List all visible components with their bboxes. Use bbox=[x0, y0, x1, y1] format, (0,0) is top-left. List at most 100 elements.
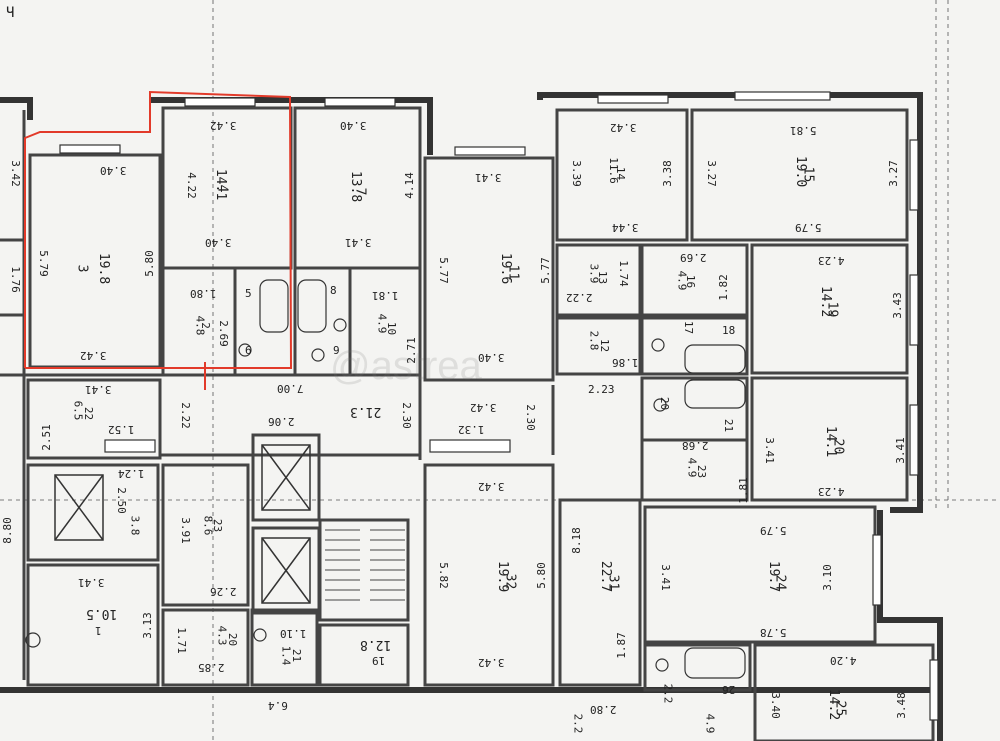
dim-label: 1.76 bbox=[8, 266, 22, 293]
dim-label: 2.2 bbox=[571, 713, 585, 734]
room-number: 2 bbox=[198, 322, 212, 329]
dim-label: 3.42 bbox=[8, 160, 22, 187]
room-number: 6 bbox=[245, 344, 252, 357]
dim-label: 4.23 bbox=[818, 254, 845, 267]
dim-label: 2.71 bbox=[404, 337, 418, 364]
dim-label: 1.32 bbox=[458, 423, 485, 436]
dim-label: 3.27 bbox=[886, 160, 900, 187]
dim-label: 2.68 bbox=[682, 439, 709, 452]
area-label: 3.8 bbox=[128, 515, 142, 536]
room-number: 5 bbox=[245, 287, 252, 300]
dim-label: 3.42 bbox=[80, 349, 107, 362]
bathroom-fixtures bbox=[25, 279, 746, 679]
area-label: 12.8 bbox=[360, 637, 392, 652]
dim-label: 3.42 bbox=[470, 401, 497, 414]
dim-label: 2.80 bbox=[590, 703, 617, 716]
dim-label: 3.41 bbox=[78, 576, 105, 589]
room-number: 32 bbox=[502, 573, 518, 590]
dim-label: 2.26 bbox=[210, 585, 237, 598]
area-label: 4.9 bbox=[703, 713, 717, 734]
room-number: 14 bbox=[614, 166, 628, 181]
dim-label: 2.51 bbox=[39, 424, 53, 451]
room-number: 10 bbox=[385, 321, 399, 336]
dim-label: 2.2 bbox=[661, 683, 675, 704]
dim-label: 2.22 bbox=[566, 291, 593, 304]
dim-label: 3.40 bbox=[478, 351, 505, 364]
dim-label: 3.27 bbox=[704, 160, 718, 187]
dim-label: 8.80 bbox=[0, 517, 14, 544]
dim-label: 5.79 bbox=[760, 524, 787, 537]
room-number: 1 bbox=[95, 624, 102, 637]
dim-label: 2.23 bbox=[588, 383, 615, 396]
dim-label: 3.44 bbox=[612, 221, 639, 234]
dim-label: 1.74 bbox=[616, 260, 630, 287]
dim-label: 3.43 bbox=[890, 292, 904, 319]
dim-label: 3.41 bbox=[345, 236, 372, 249]
dim-label: 2.06 bbox=[268, 415, 295, 428]
dim-label: 3.40 bbox=[205, 236, 232, 249]
stair-treads bbox=[325, 529, 405, 601]
room-number: 23 bbox=[211, 518, 225, 533]
room-number: 8 bbox=[330, 284, 337, 297]
dim-label: 3.41 bbox=[762, 437, 776, 464]
dim-label: 2.22 bbox=[178, 402, 192, 429]
dim-label: 5.81 bbox=[790, 124, 817, 137]
dim-label: 3.41 bbox=[475, 171, 502, 184]
dim-label: 5.82 bbox=[436, 562, 450, 589]
dim-label: 5.77 bbox=[436, 257, 450, 284]
windows bbox=[59, 91, 939, 721]
dim-label: 1.80 bbox=[190, 287, 217, 300]
dim-label: 3.38 bbox=[660, 160, 674, 187]
dim-label: 1.81 bbox=[372, 289, 399, 302]
corner-mark: Ч bbox=[6, 5, 15, 21]
dim-label: 5.77 bbox=[538, 257, 552, 284]
dim-label: 5.80 bbox=[142, 250, 156, 277]
dim-label: 1.24 bbox=[118, 467, 145, 480]
dim-label: 5.80 bbox=[534, 562, 548, 589]
dim-label: 7.00 bbox=[277, 382, 304, 395]
area-label: 19.8 bbox=[96, 252, 112, 285]
dim-label: 3.42 bbox=[210, 119, 237, 132]
dim-label: 3.42 bbox=[478, 480, 505, 493]
room-number: 16 bbox=[684, 274, 698, 289]
dim-label: 3.41 bbox=[85, 383, 112, 396]
dim-label: 3.41 bbox=[893, 437, 907, 464]
dim-label: 2.69 bbox=[680, 251, 707, 264]
dim-label: 3.39 bbox=[569, 160, 583, 187]
dim-label: 4.23 bbox=[818, 485, 845, 498]
area-label: 21.3 bbox=[350, 404, 382, 419]
room-number: 31 bbox=[605, 574, 621, 591]
dim-label: 8.18 bbox=[569, 527, 583, 554]
dim-label: 3.42 bbox=[610, 121, 637, 134]
dim-label: 1.52 bbox=[108, 423, 135, 436]
dim-label: 5.79 bbox=[36, 250, 50, 277]
watermark: @astrea bbox=[330, 344, 482, 388]
room-number: 13 bbox=[596, 270, 610, 285]
dim-label: 3.13 bbox=[140, 612, 154, 639]
room-number: 11 bbox=[505, 264, 521, 281]
dim-label: 3.40 bbox=[100, 164, 127, 177]
room-number: 22 bbox=[82, 406, 96, 421]
dim-label: 3.40 bbox=[768, 692, 782, 719]
room-number: 21 bbox=[290, 648, 304, 663]
elevator-shafts bbox=[54, 444, 311, 604]
room-number: 17 bbox=[682, 320, 696, 335]
dim-label: 1.87 bbox=[614, 632, 628, 659]
room-number: 20 bbox=[226, 632, 240, 647]
dim-label: 2.30 bbox=[523, 404, 537, 431]
room-number: 24 bbox=[772, 574, 788, 591]
dim-label: 1.82 bbox=[716, 274, 730, 301]
dim-label: 3.40 bbox=[340, 119, 367, 132]
dim-label: 6.4 bbox=[268, 699, 288, 712]
room-number: 19 bbox=[824, 301, 840, 318]
room-number: 9 bbox=[333, 344, 340, 357]
dim-label: 1.86 bbox=[612, 356, 639, 369]
dim-label: 3.41 bbox=[658, 564, 672, 591]
area-label: 10.5 bbox=[86, 606, 118, 621]
dim-label: 1.10 bbox=[280, 627, 307, 640]
room-number: 23 bbox=[695, 464, 709, 479]
dim-label: 3.48 bbox=[894, 692, 908, 719]
dim-label: 2.30 bbox=[399, 402, 413, 429]
dim-label: 3.10 bbox=[820, 564, 834, 591]
